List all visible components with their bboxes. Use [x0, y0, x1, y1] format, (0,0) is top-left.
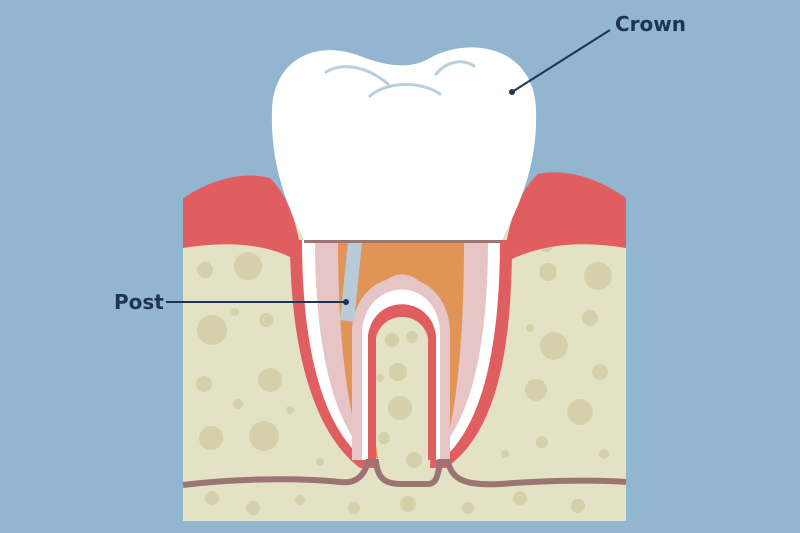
bone-spot: [233, 399, 243, 409]
bone-spot: [599, 449, 609, 459]
bone-spot: [249, 421, 279, 451]
bone-spot: [385, 333, 399, 347]
bone-spot: [536, 436, 548, 448]
bone-spot: [258, 368, 282, 392]
bone-spot: [389, 363, 407, 381]
bone-spot: [406, 452, 422, 468]
bone-spot: [406, 331, 418, 343]
crown: [271, 47, 537, 240]
gum-left: [183, 175, 300, 262]
crown-leader-line: [511, 29, 611, 93]
bone-spot: [246, 501, 260, 515]
bone-spot: [259, 313, 273, 327]
bone-spot: [567, 399, 593, 425]
bone-spot: [584, 262, 612, 290]
bone-spot: [199, 426, 223, 450]
bone-spot: [462, 502, 474, 514]
bone-spots: [196, 238, 612, 515]
bone-spot: [196, 376, 212, 392]
bone-spot: [286, 406, 294, 414]
post-label: Post: [114, 290, 164, 314]
bone-spot: [295, 495, 305, 505]
bone-spot: [234, 252, 262, 280]
nerve-line: [182, 459, 627, 488]
bone-spot: [592, 364, 608, 380]
crown-label: Crown: [615, 12, 686, 36]
inner-root-outline: [368, 304, 436, 460]
bone-spot: [231, 308, 239, 316]
bone-spot: [388, 396, 412, 420]
bone-spot: [571, 499, 585, 513]
bone-spot: [513, 491, 527, 505]
post-leader-dot: [343, 299, 349, 305]
bone-spot: [501, 450, 509, 458]
bone-spot: [540, 332, 568, 360]
bone-spot: [348, 502, 360, 514]
bone-spot: [539, 263, 557, 281]
crown-cusp-lines: [324, 60, 476, 98]
bone-spot: [526, 324, 534, 332]
bone-spot: [376, 374, 384, 382]
bone-spot: [400, 496, 416, 512]
bone-spot: [316, 458, 324, 466]
bone-spot: [197, 262, 213, 278]
gum-right: [506, 172, 626, 262]
crown-leader-dot: [509, 89, 515, 95]
bone-spot: [582, 310, 598, 326]
bone-spot: [197, 315, 227, 345]
bone-spot: [525, 379, 547, 401]
bone-spot: [205, 491, 219, 505]
bone-spot: [378, 432, 390, 444]
